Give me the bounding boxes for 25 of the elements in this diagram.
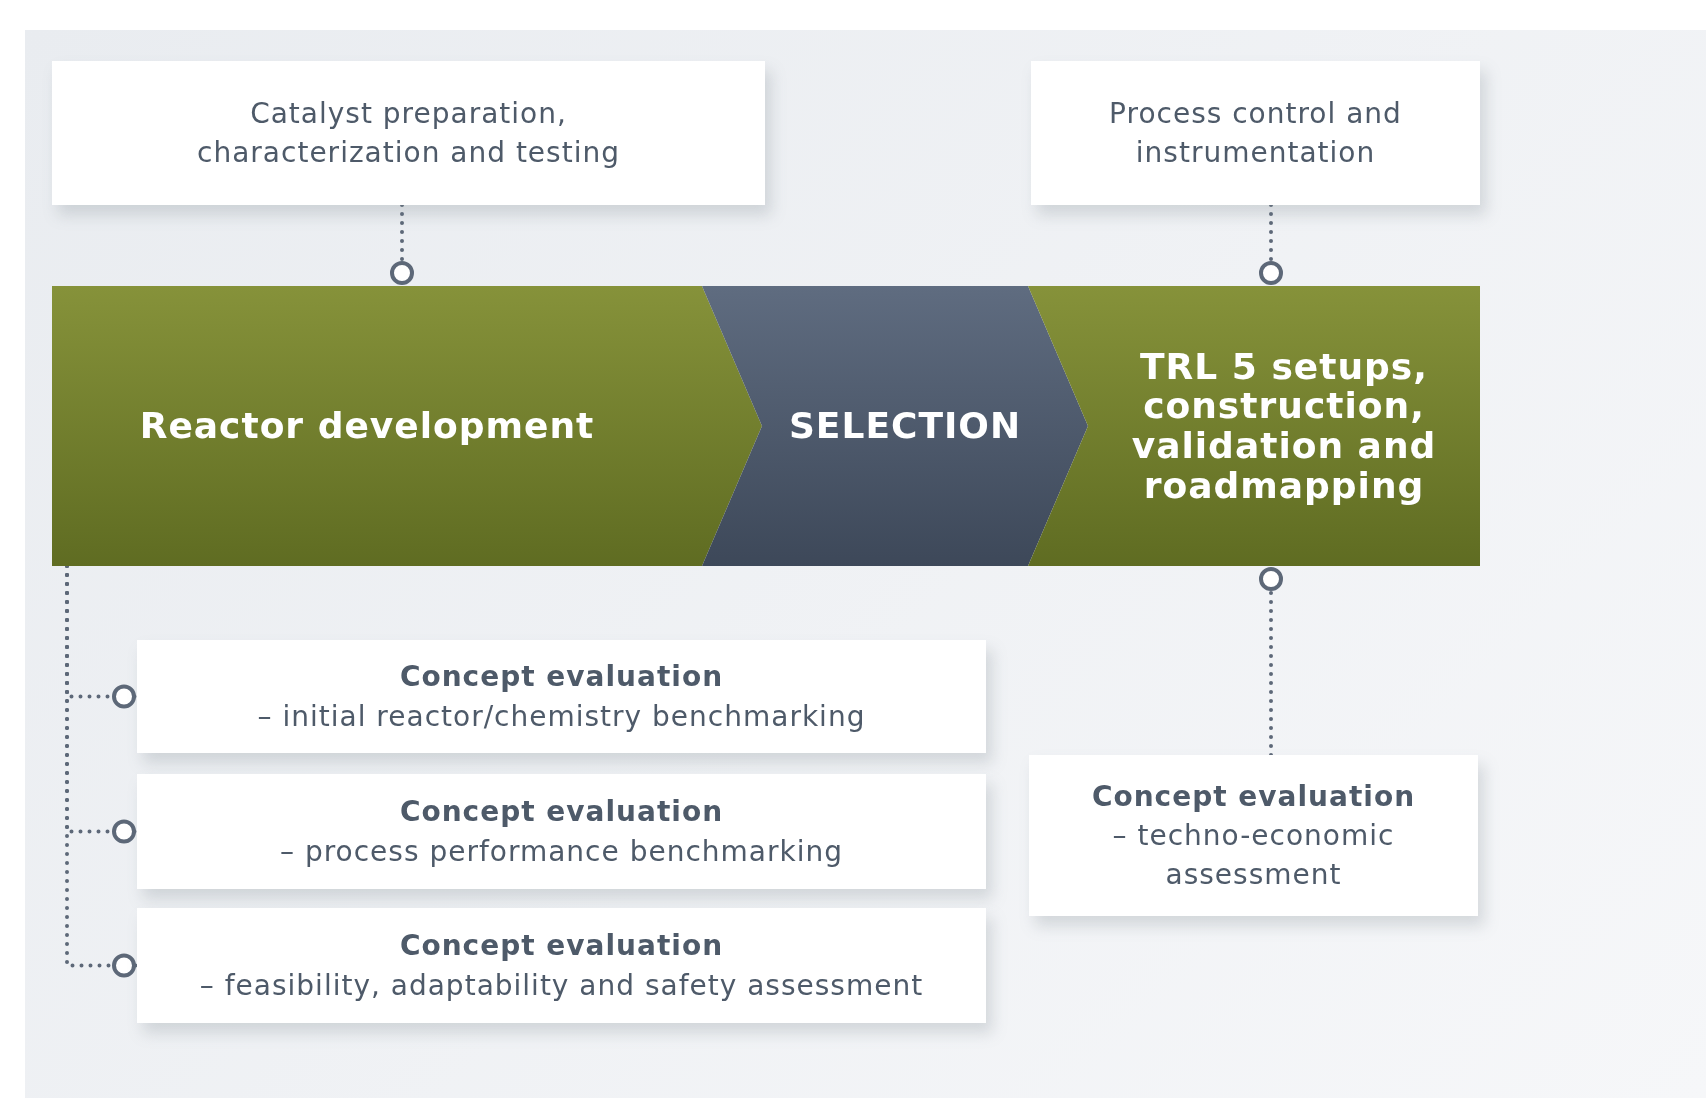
stage-band [1028,286,1480,566]
text-box [52,61,765,205]
dotted-connector [1259,564,1283,757]
description-text: – process performance benchmarking [280,833,843,870]
heading-text: Concept evaluation [399,659,724,696]
text-box [137,908,986,1023]
text-box [137,774,986,889]
description-text: Catalyst preparation, characterization and testing [196,95,621,171]
text-box [137,640,986,753]
text-box [1029,755,1478,916]
description-text: – initial reactor/chemistry benchmarking [257,698,866,735]
stage-band [52,286,762,566]
dotted-connector [390,203,414,288]
text-box [1031,61,1480,205]
dotted-connector [65,564,139,978]
stage-label: Reactor development [139,406,595,446]
description-text: Process control and instrumentation [1108,95,1403,171]
heading-text: Concept evaluation [1091,778,1416,815]
description-text: – feasibility, adaptability and safety assessment [199,967,924,1004]
dotted-connector [1259,203,1283,288]
stage-label: TRL 5 setups, construction, validation and roadmapping [1130,346,1438,506]
stage-label: SELECTION [788,406,1022,446]
heading-text: Concept evaluation [399,928,724,965]
description-text: – techno-economic assessment [1111,817,1396,894]
heading-text: Concept evaluation [399,794,724,831]
